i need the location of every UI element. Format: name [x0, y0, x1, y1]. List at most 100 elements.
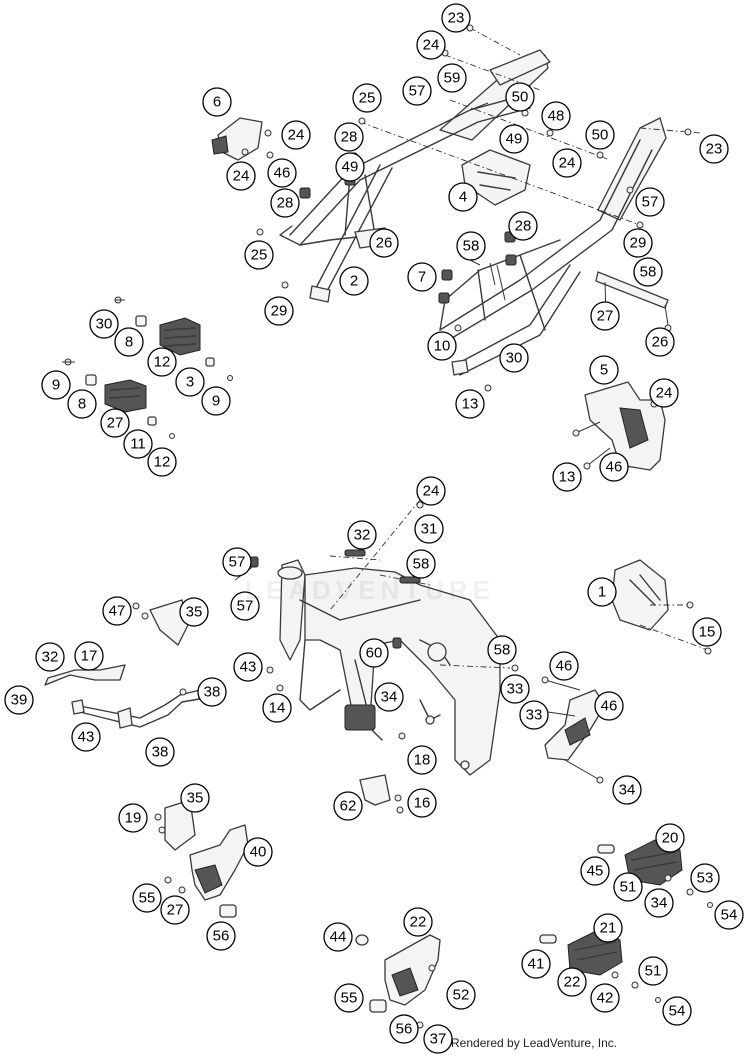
callout-33: 33 — [519, 700, 549, 730]
callout-51: 51 — [613, 872, 643, 902]
callout-label: 34 — [651, 895, 668, 912]
callout-25: 25 — [352, 83, 382, 113]
callout-label: 28 — [277, 195, 294, 212]
callout-label: 46 — [601, 698, 618, 715]
callout-25: 25 — [244, 240, 274, 270]
callout-32: 32 — [347, 520, 377, 550]
callout-label: 19 — [125, 810, 142, 827]
bracket-21-drawing — [355, 934, 441, 1029]
callout-35: 35 — [179, 597, 209, 627]
callout-label: 24 — [423, 37, 440, 54]
callout-label: 38 — [152, 744, 169, 761]
credit-text: Rendered by LeadVenture, Inc. — [451, 1036, 618, 1050]
callout-46: 46 — [594, 691, 624, 721]
callout-label: 52 — [453, 987, 470, 1004]
callout-label: 55 — [341, 990, 358, 1007]
callout-label: 4 — [459, 189, 467, 206]
callout-label: 22 — [564, 974, 581, 991]
callout-label: 12 — [154, 354, 171, 371]
callout-label: 10 — [434, 338, 451, 355]
callout-24: 24 — [281, 120, 311, 150]
callout-30: 30 — [89, 309, 119, 339]
callout-33: 33 — [500, 674, 530, 704]
callout-27: 27 — [160, 895, 190, 925]
callout-51: 51 — [638, 956, 668, 986]
callout-label: 29 — [271, 303, 288, 320]
callout-32: 32 — [35, 642, 65, 672]
callout-18: 18 — [407, 745, 437, 775]
callout-label: 57 — [229, 554, 246, 571]
callout-label: 24 — [656, 385, 673, 402]
callout-37: 37 — [423, 1024, 453, 1054]
callout-3: 3 — [175, 367, 205, 397]
callout-label: 56 — [213, 928, 230, 945]
callout-24: 24 — [416, 30, 446, 60]
callout-label: 50 — [512, 89, 529, 106]
callout-59: 59 — [437, 63, 467, 93]
callout-26: 26 — [645, 327, 675, 357]
callout-label: 11 — [130, 436, 146, 453]
main-frame-drawing — [249, 499, 519, 776]
callout-label: 35 — [187, 790, 204, 807]
callout-label: 25 — [359, 90, 376, 107]
callout-54: 54 — [714, 900, 744, 930]
callout-label: 59 — [444, 70, 461, 87]
callout-43: 43 — [233, 652, 263, 682]
callout-8: 8 — [67, 389, 97, 419]
callout-label: 35 — [186, 604, 203, 621]
callout-label: 62 — [340, 798, 357, 815]
callout-45: 45 — [580, 856, 610, 886]
callout-label: 13 — [462, 396, 479, 413]
callout-58: 58 — [633, 257, 663, 287]
callout-label: 60 — [366, 645, 383, 662]
callout-label: 13 — [559, 469, 576, 486]
callout-57: 57 — [222, 547, 252, 577]
callout-label: 26 — [376, 235, 393, 252]
callout-label: 1 — [598, 584, 606, 601]
callout-label: 9 — [212, 393, 220, 410]
callout-label: 58 — [640, 264, 657, 281]
callout-label: 32 — [42, 649, 59, 666]
callout-label: 20 — [662, 830, 679, 847]
callout-42: 42 — [590, 983, 620, 1013]
callout-label: 43 — [78, 729, 95, 746]
callout-label: 8 — [78, 396, 86, 413]
callout-34: 34 — [374, 682, 404, 712]
callout-label: 25 — [251, 247, 268, 264]
callout-46: 46 — [599, 452, 629, 482]
callout-62: 62 — [333, 791, 363, 821]
callout-label: 33 — [526, 707, 543, 724]
callout-label: 3 — [186, 374, 194, 391]
callout-label: 56 — [396, 1021, 413, 1038]
callout-label: 32 — [354, 527, 371, 544]
callout-label: 5 — [600, 362, 608, 379]
callout-label: 40 — [250, 844, 267, 861]
brackets-15-16-drawing — [132, 599, 404, 814]
callout-label: 51 — [645, 963, 662, 980]
bracket-5-drawing — [572, 381, 666, 471]
callout-label: 23 — [706, 141, 723, 158]
callout-8: 8 — [114, 327, 144, 357]
callout-28: 28 — [508, 211, 538, 241]
callout-label: 46 — [556, 658, 573, 675]
callout-label: 8 — [125, 334, 133, 351]
callout-label: 51 — [620, 879, 637, 896]
callout-48: 48 — [541, 101, 571, 131]
callout-57: 57 — [402, 76, 432, 106]
callout-23: 23 — [699, 134, 729, 164]
callout-43: 43 — [71, 722, 101, 752]
watermark: LEADVENTURE — [245, 575, 496, 605]
callout-label: 22 — [410, 914, 427, 931]
callout-22: 22 — [403, 907, 433, 937]
callout-46: 46 — [267, 158, 297, 188]
callout-13: 13 — [552, 462, 582, 492]
callout-57: 57 — [230, 591, 260, 621]
callout-5: 5 — [589, 355, 619, 385]
callout-label: 24 — [559, 155, 576, 172]
callout-label: 28 — [341, 129, 358, 146]
footpeg-parts-drawing — [62, 296, 233, 439]
callout-41: 41 — [521, 949, 551, 979]
callout-label: 54 — [669, 1003, 686, 1020]
callout-50: 50 — [585, 120, 615, 150]
